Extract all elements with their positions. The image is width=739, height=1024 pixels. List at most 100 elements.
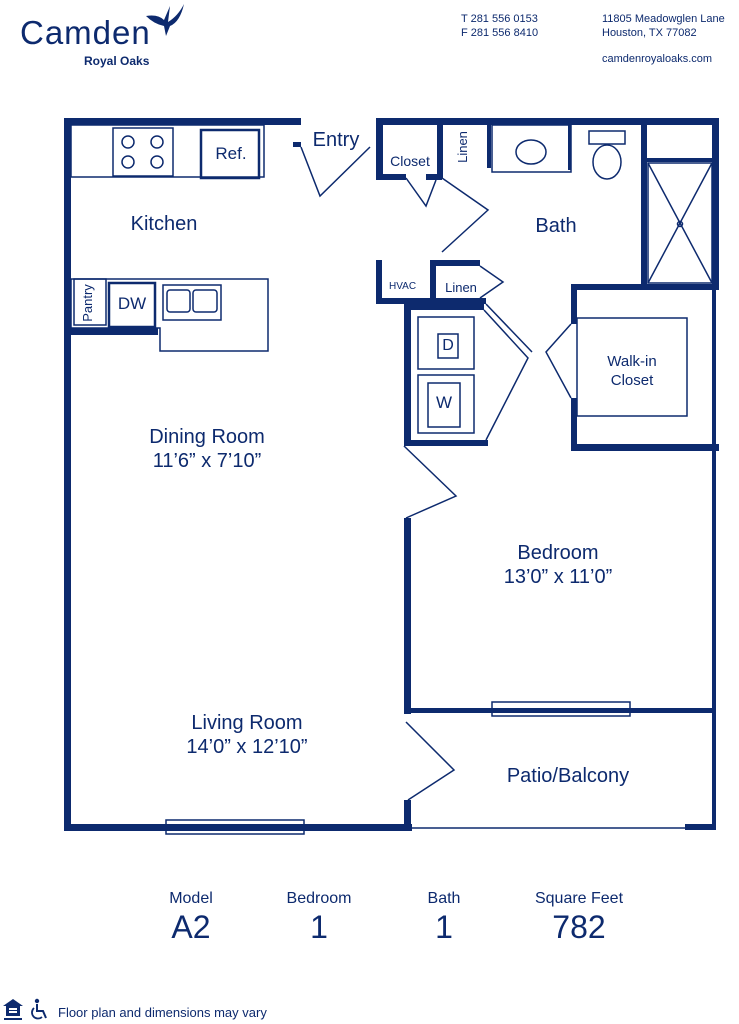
stat-bath: Bath 1 xyxy=(384,889,504,945)
contact-phones: T 281 556 0153 F 281 556 8410 xyxy=(461,12,538,40)
entry-door xyxy=(300,146,371,198)
washer xyxy=(417,374,475,434)
wall-walkin-top xyxy=(571,284,719,290)
stat-bedroom-value: 1 xyxy=(310,909,328,945)
bedroom-dimensions: 13’0” x 11’0” xyxy=(503,566,613,588)
bath-sink-icon xyxy=(515,139,547,165)
toilet-bowl-icon xyxy=(592,144,622,180)
brand-subtitle: Royal Oaks xyxy=(84,54,150,68)
shower-drain-icon xyxy=(676,220,684,228)
stat-square-feet-value: 782 xyxy=(552,909,606,945)
wall-north-bath xyxy=(376,118,719,125)
label-living-room: Living Room 14’0” x 12’10” xyxy=(150,711,344,759)
label-pantry: Pantry xyxy=(80,284,95,322)
wall-laundry-bottom xyxy=(404,440,488,446)
label-bedroom: Bedroom 13’0” x 11’0” xyxy=(468,541,648,589)
wall-sink-divider xyxy=(568,125,571,170)
contact-address: 11805 Meadowglen Lane Houston, TX 77082 xyxy=(602,12,725,40)
laundry-door xyxy=(483,309,529,441)
wall-east-lower xyxy=(712,288,716,828)
shower xyxy=(647,162,713,284)
walkin-shelf xyxy=(576,317,688,417)
stat-bath-value: 1 xyxy=(435,909,453,945)
stat-model-label: Model xyxy=(169,890,213,907)
wall-north-kitchen xyxy=(64,118,301,125)
label-linen-top: Linen xyxy=(455,131,470,163)
fax-number: F 281 556 8410 xyxy=(461,27,539,39)
label-linen-mid: Linen xyxy=(445,280,477,295)
wall-walkin-bottom xyxy=(571,444,719,451)
linen-door xyxy=(479,265,505,299)
kitchen-sink xyxy=(162,284,222,321)
pantry-box xyxy=(73,278,107,326)
bath-door xyxy=(441,177,490,253)
closet-door xyxy=(405,177,437,208)
wall-east-bath xyxy=(712,118,719,288)
wall-linen-east xyxy=(487,118,491,168)
burner-icon xyxy=(150,135,164,149)
label-closet: Closet xyxy=(390,153,430,169)
living-room-name: Living Room xyxy=(191,712,303,734)
label-walkin-line2: Closet xyxy=(610,372,654,389)
kitchen-counter-top xyxy=(70,124,265,178)
address-line-2: Houston, TX 77082 xyxy=(602,27,697,39)
stat-square-feet-label: Square Feet xyxy=(534,890,624,907)
shower-diagonal xyxy=(647,162,713,284)
label-dishwasher: DW xyxy=(117,294,147,313)
wall-bedroom-west xyxy=(404,518,411,714)
walkin-door xyxy=(545,323,572,399)
kitchen-lower-counter xyxy=(70,278,269,352)
wall-closet-bottom-left xyxy=(376,174,406,180)
sink-basin xyxy=(166,289,191,313)
wall-walkin-west-upper xyxy=(571,284,577,324)
hummingbird-logo-icon xyxy=(146,4,184,36)
wall-linen-top xyxy=(430,260,480,266)
wall-hvac-east xyxy=(430,260,436,302)
wall-laundry-top xyxy=(404,304,484,310)
wall-shower-top xyxy=(641,158,719,162)
toilet-tank xyxy=(588,130,626,145)
brand-logo-text: Camden xyxy=(20,14,151,51)
burner-icon xyxy=(150,155,164,169)
label-dining-room: Dining Room 11’6” x 7’10” xyxy=(112,425,302,473)
wall-walkin-west-lower xyxy=(571,398,577,450)
label-kitchen: Kitchen xyxy=(130,213,198,235)
burner-icon xyxy=(121,135,135,149)
wall-hvac-west xyxy=(376,260,382,302)
wall-patio-top xyxy=(404,708,716,713)
stat-model: Model A2 xyxy=(131,889,251,945)
wall-closet-east xyxy=(437,118,443,178)
patio-door xyxy=(405,721,456,801)
footer-disclaimer: Floor plan and dimensions may vary xyxy=(58,1005,267,1020)
bath-vanity xyxy=(491,124,572,173)
wall-patio-south-end xyxy=(685,824,716,830)
burner-icon xyxy=(121,155,135,169)
bedroom-name: Bedroom xyxy=(517,542,599,564)
sink-basin xyxy=(192,289,218,313)
wall-west xyxy=(64,118,71,830)
label-hvac: HVAC xyxy=(389,281,417,292)
dining-room-dimensions: 11’6” x 7’10” xyxy=(152,450,262,472)
wall-kitchen-lower xyxy=(64,328,158,335)
wall-laundry-west xyxy=(404,310,411,446)
label-walkin-line1: Walk-in xyxy=(607,353,657,370)
wall-closet-west xyxy=(376,118,383,180)
refrigerator xyxy=(199,128,261,180)
stat-bath-label: Bath xyxy=(427,890,461,907)
washer-label-box xyxy=(427,382,461,428)
wall-shower-west xyxy=(641,118,647,288)
wall-entry-stub xyxy=(293,142,301,147)
label-refrigerator: Ref. xyxy=(215,144,247,163)
dining-room-name: Dining Room xyxy=(149,426,265,448)
stove xyxy=(112,127,174,177)
dishwasher xyxy=(107,281,157,329)
wall-closet-bottom-right xyxy=(426,174,442,180)
website-link[interactable]: camdenroyaloaks.com xyxy=(602,53,713,65)
living-room-dimensions: 14’0” x 12’10” xyxy=(186,736,308,758)
laundry-door-leaf xyxy=(485,303,533,353)
dryer-label-box xyxy=(437,333,459,359)
label-walkin-closet: Walk-in Closet xyxy=(582,352,682,390)
bedroom-door xyxy=(403,445,458,519)
equal-housing-opportunity-icon xyxy=(3,999,23,1020)
